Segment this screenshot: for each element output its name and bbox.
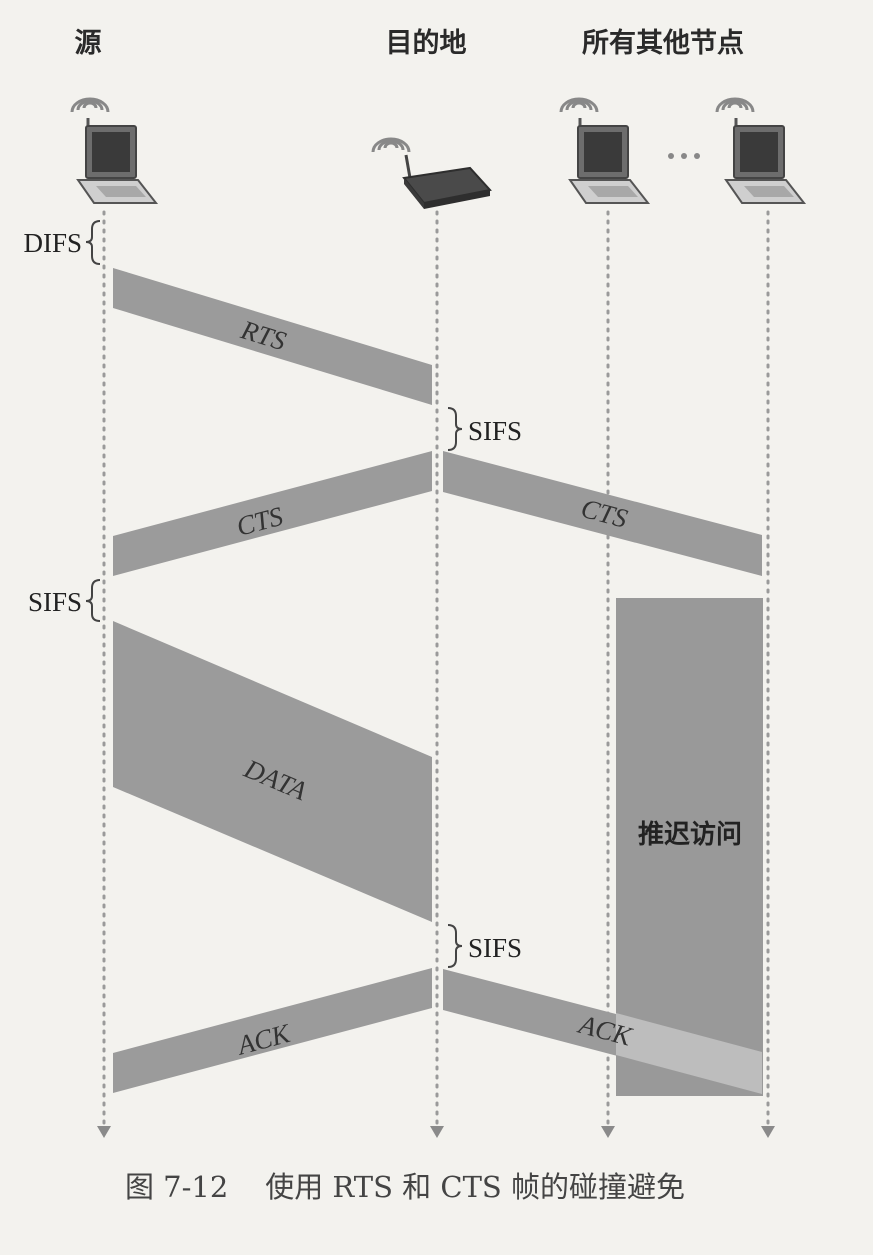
source-timeline-arrowhead (97, 1126, 111, 1138)
sifs-2-brace (85, 579, 101, 622)
other-node-2-timeline-arrowhead (761, 1126, 775, 1138)
destination-signal-icon (371, 137, 411, 153)
defer-access-band (616, 598, 763, 1096)
other-node-2-signal-icon (715, 97, 755, 113)
destination-node-label: 目的地 (386, 27, 467, 59)
destination-timeline-arrowhead (430, 1126, 444, 1138)
difs-brace (85, 220, 101, 265)
figure-caption: 图 7-12 使用 RTS 和 CTS 帧的碰撞避免 (125, 1170, 685, 1204)
defer-access-label: 推迟访问 (638, 820, 742, 850)
cts-to-source-band (113, 451, 432, 576)
sifs-3-brace (447, 924, 463, 968)
destination-access-point-icon (402, 154, 492, 209)
other-node-1-timeline-arrowhead (601, 1126, 615, 1138)
difs-label: DIFS (23, 228, 82, 258)
data-frame-band (113, 621, 432, 922)
defer-ack-overlap (616, 1013, 762, 1094)
sifs-1-brace (447, 407, 463, 451)
other-node-1-laptop-icon (568, 118, 651, 204)
more-nodes-ellipsis-icon (668, 153, 700, 159)
other-nodes-label: 所有其他节点 (582, 28, 744, 59)
rts-frame-band (113, 268, 432, 405)
sifs-3-label: SIFS (468, 933, 522, 963)
source-laptop-icon (76, 118, 159, 204)
cts-to-others-band (443, 451, 762, 576)
sifs-1-label: SIFS (468, 416, 522, 446)
sifs-2-label: SIFS (28, 587, 82, 617)
ack-to-source-band (113, 968, 432, 1093)
source-node-label: 源 (75, 28, 102, 59)
other-node-2-laptop-icon (724, 118, 807, 204)
source-signal-icon (70, 97, 110, 113)
other-node-1-signal-icon (559, 97, 599, 113)
